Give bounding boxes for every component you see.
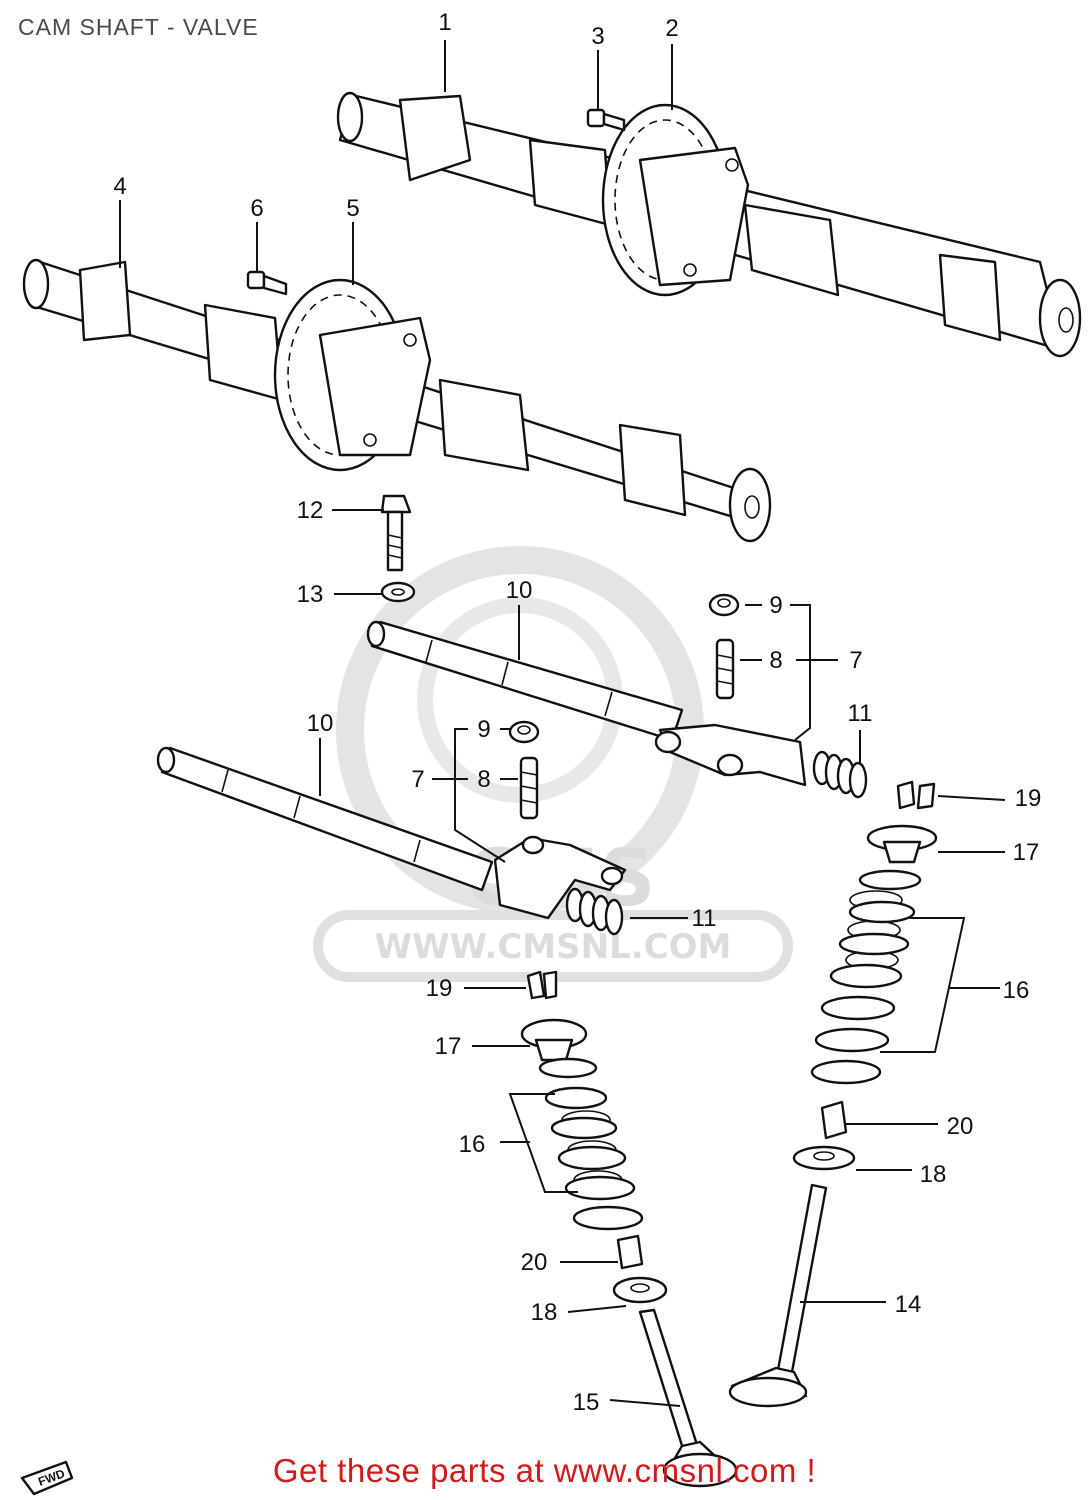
valve-cotters-right[interactable]: [896, 780, 936, 810]
callout-13: 13: [297, 581, 324, 608]
callout-4: 4: [113, 173, 126, 200]
leader-lines: [119, 40, 1006, 1407]
callout-14: 14: [895, 1291, 922, 1318]
callout-19-left: 19: [426, 975, 453, 1002]
callout-5: 5: [346, 195, 359, 222]
spring-retainer-left[interactable]: [520, 1018, 588, 1062]
adjusting-screw-lower[interactable]: [519, 756, 539, 820]
rocker-arm-upper[interactable]: [654, 723, 807, 787]
callout-8-left: 8: [477, 766, 490, 793]
valve-spring-outer-left[interactable]: [538, 1057, 644, 1231]
callout-7-right: 7: [849, 647, 862, 674]
spring-seat-right[interactable]: [792, 1145, 856, 1171]
callout-10-lower: 10: [307, 710, 334, 737]
valve-spring-outer-right[interactable]: [810, 869, 922, 1085]
valve-stem-seal-right[interactable]: [820, 1100, 848, 1140]
callout-10-upper: 10: [506, 577, 533, 604]
callout-16-right: 16: [1003, 977, 1030, 1004]
callout-17-right: 17: [1013, 839, 1040, 866]
callout-20-right: 20: [947, 1113, 974, 1140]
footer-parts-link[interactable]: Get these parts at www.cmsnl.com !: [272, 1452, 817, 1489]
rocker-arm-lower[interactable]: [493, 835, 627, 920]
valve-cotters-left[interactable]: [526, 970, 558, 1000]
watermark-url: WWW.CMSNL.COM: [375, 927, 732, 967]
callout-17-left: 17: [435, 1033, 462, 1060]
callout-11-lower: 11: [692, 905, 717, 932]
valve-stem-seal-left[interactable]: [616, 1234, 644, 1270]
callout-18-left: 18: [531, 1299, 558, 1326]
intake-valve[interactable]: [638, 1308, 738, 1488]
rocker-shaft-bolt[interactable]: [380, 494, 412, 572]
rocker-spring-lower[interactable]: [565, 887, 624, 936]
spring-seat-left[interactable]: [612, 1276, 668, 1304]
sprocket-bolt-upper[interactable]: [586, 108, 626, 132]
callout-3: 3: [591, 23, 604, 50]
sprocket-bolt-lower[interactable]: [246, 270, 288, 296]
lock-nut-lower[interactable]: [508, 720, 540, 744]
adjusting-screw-upper[interactable]: [715, 638, 735, 700]
bolt-washer[interactable]: [380, 581, 416, 603]
callout-9-right: 9: [769, 592, 782, 619]
callout-15: 15: [573, 1389, 600, 1416]
fwd-direction-marker: FWD: [20, 1460, 74, 1496]
callout-18-right: 18: [920, 1161, 947, 1188]
callout-6: 6: [250, 195, 263, 222]
callout-7-left: 7: [411, 766, 424, 793]
callout-numbers: 1 2 3 4 5 6 7 7 8 8 9 9 10 10 11 11 12 1…: [113, 9, 1041, 1416]
cam-sprocket-upper[interactable]: [601, 103, 750, 297]
rocker-arm-shaft-lower[interactable]: [156, 746, 494, 892]
spring-retainer-right[interactable]: [866, 824, 938, 864]
exhaust-valve[interactable]: [728, 1183, 828, 1408]
rocker-spring-upper[interactable]: [812, 750, 868, 799]
cam-sprocket-lower[interactable]: [273, 278, 432, 472]
callout-16-left: 16: [459, 1131, 486, 1158]
callout-1: 1: [438, 9, 451, 36]
callout-11-upper: 11: [848, 700, 873, 727]
page-title: CAM SHAFT - VALVE: [18, 14, 259, 40]
lock-nut-upper[interactable]: [708, 593, 740, 617]
callout-2: 2: [665, 15, 678, 42]
callout-19-right: 19: [1015, 785, 1042, 812]
callout-8-right: 8: [769, 647, 782, 674]
callout-9-left: 9: [477, 716, 490, 743]
callout-12: 12: [297, 497, 324, 524]
callout-20-left: 20: [521, 1249, 548, 1276]
